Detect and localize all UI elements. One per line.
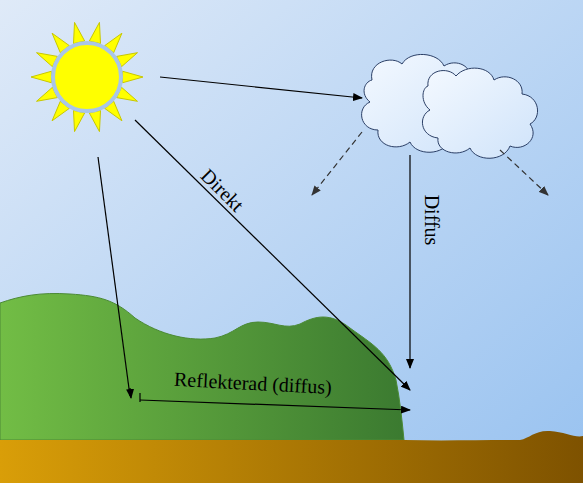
sun-ray bbox=[31, 71, 51, 82]
rays-arrows bbox=[98, 77, 410, 410]
green-hill bbox=[0, 293, 404, 440]
cloud bbox=[362, 54, 538, 158]
diffuse-label: Diffus bbox=[422, 195, 442, 246]
sun-ray bbox=[89, 22, 100, 43]
ground bbox=[0, 431, 583, 483]
sun-ray bbox=[73, 110, 84, 131]
sun bbox=[31, 22, 143, 131]
sun-ray bbox=[89, 110, 100, 131]
sun-ray bbox=[123, 71, 143, 82]
scattered-arrows bbox=[312, 132, 548, 195]
sun-ray bbox=[73, 22, 84, 43]
